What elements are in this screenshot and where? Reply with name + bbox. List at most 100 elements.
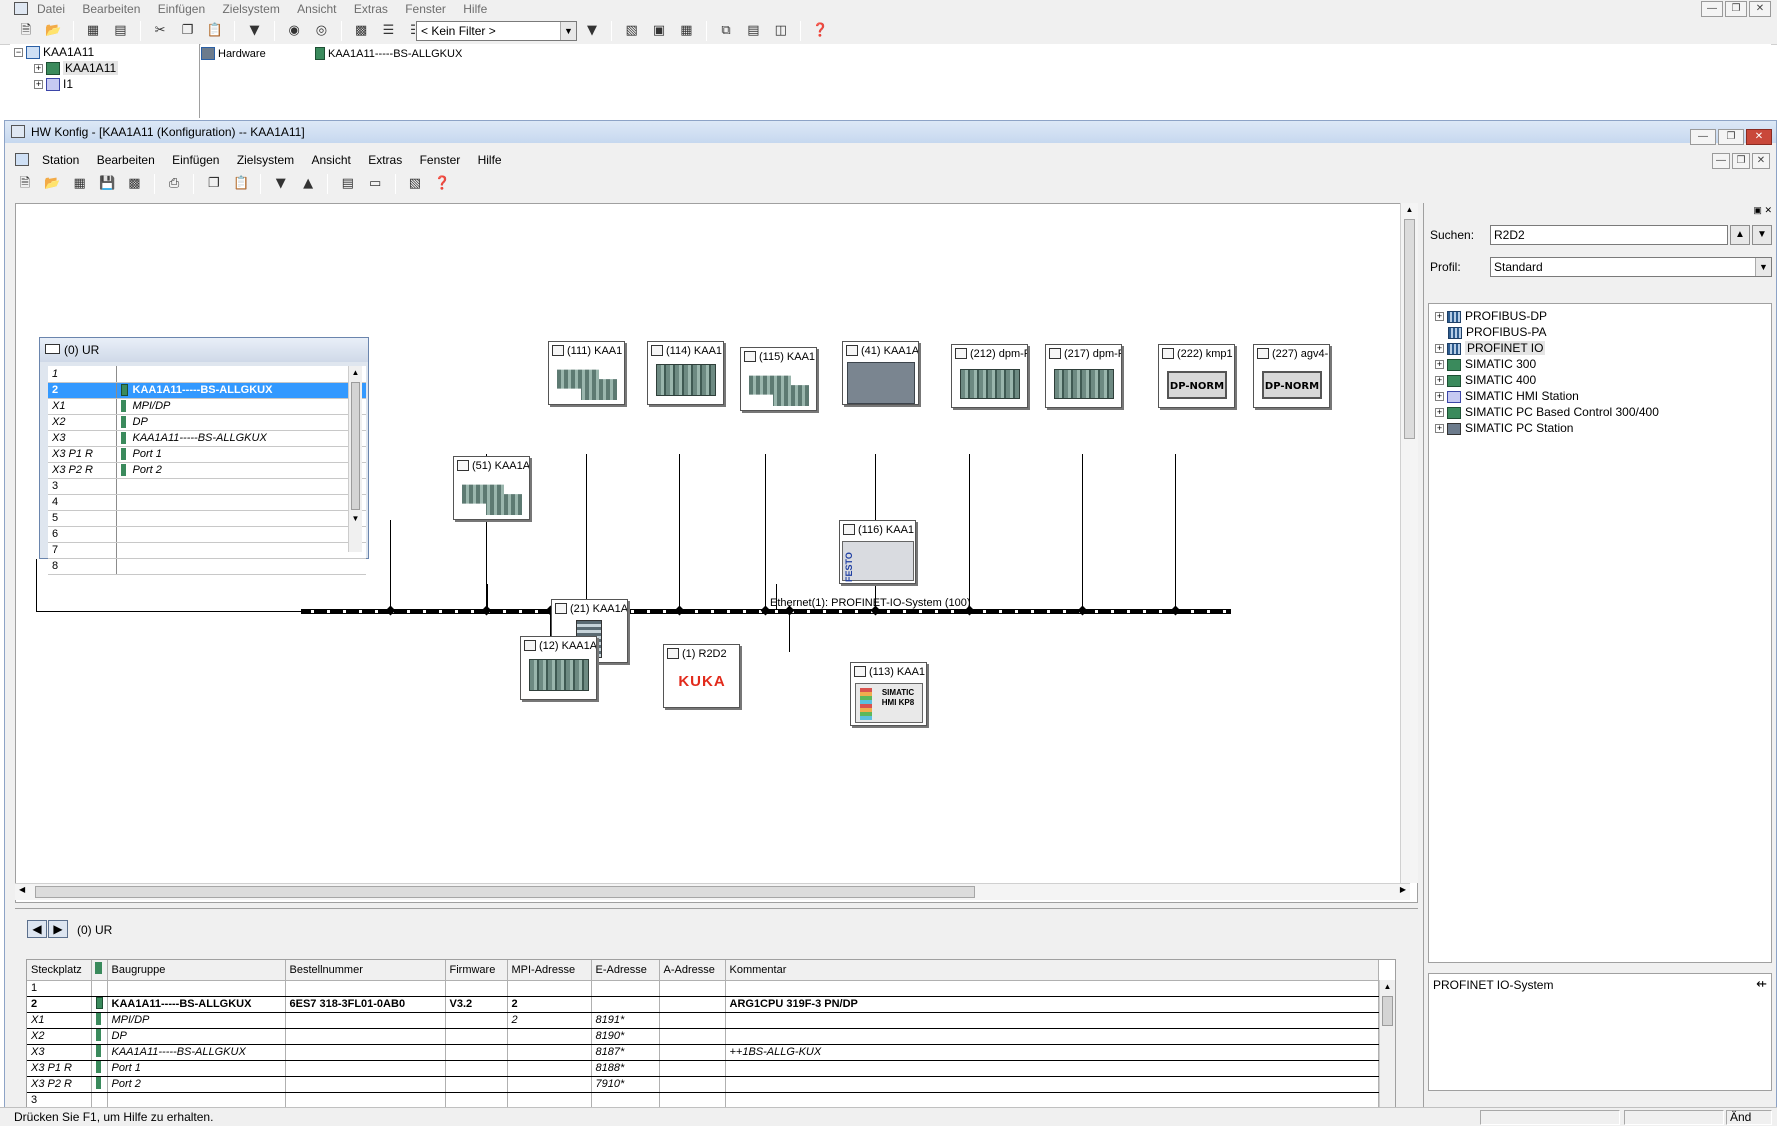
chevron-down-icon[interactable]: ▼ bbox=[1755, 258, 1771, 276]
open-online-icon[interactable]: ▦ bbox=[73, 176, 86, 191]
catalog-item-profibus-dp[interactable]: +PROFIBUS-DP bbox=[1429, 308, 1771, 324]
table-row[interactable]: 1 bbox=[27, 980, 1379, 997]
rack-row[interactable]: 3 bbox=[48, 478, 366, 495]
tree-item-station[interactable]: +KAA1A11 bbox=[10, 60, 199, 76]
expand-icon[interactable]: + bbox=[1435, 407, 1444, 418]
menu-einfuegen[interactable]: Einfügen bbox=[172, 153, 220, 167]
open-icon[interactable]: 📂 bbox=[45, 23, 62, 38]
profile-select[interactable]: Standard ▼ bbox=[1490, 257, 1772, 277]
menu-extras[interactable]: Extras bbox=[368, 153, 403, 167]
device-12[interactable]: (12) KAA1A bbox=[520, 636, 597, 700]
new-icon[interactable]: 🗎 bbox=[19, 176, 31, 191]
scroll-up-icon[interactable]: ▲ bbox=[1383, 982, 1392, 991]
search-up-icon[interactable]: ▲ bbox=[1730, 225, 1750, 245]
print-icon[interactable]: ⎙ bbox=[168, 176, 180, 191]
cut-icon[interactable]: ✂ bbox=[154, 23, 166, 38]
canvas-horizontal-scrollbar[interactable]: ◀ ▶ bbox=[15, 883, 1410, 900]
col-firmware[interactable]: Firmware bbox=[445, 960, 508, 981]
search-input[interactable]: R2D2 bbox=[1490, 225, 1728, 245]
offline-icon[interactable]: ◎ bbox=[315, 23, 328, 38]
copy-icon[interactable]: ❐ bbox=[207, 176, 220, 191]
menu-station[interactable]: Station bbox=[42, 153, 80, 167]
list-view-icon[interactable]: ☰ bbox=[382, 23, 395, 38]
device-114[interactable]: (114) KAA1 bbox=[647, 341, 724, 405]
catalog-item-simatic-300[interactable]: +SIMATIC 300 bbox=[1429, 356, 1771, 372]
device-227[interactable]: (227) agv4- DP-NORM bbox=[1253, 344, 1330, 408]
catalog-item-simatic-pc-based[interactable]: +SIMATIC PC Based Control 300/400 bbox=[1429, 404, 1771, 420]
catalog-item-profinet-io[interactable]: +PROFINET IO bbox=[1429, 340, 1771, 356]
table-row[interactable]: X3 P2 R Port 2 7910* bbox=[27, 1076, 1379, 1093]
paste-icon[interactable]: 📋 bbox=[233, 176, 250, 191]
tree-item-project[interactable]: −KAA1A11 bbox=[10, 44, 199, 60]
table-row[interactable]: X3 P1 R Port 1 8188* bbox=[27, 1060, 1379, 1077]
col-e-adresse[interactable]: E-Adresse bbox=[591, 960, 660, 981]
scroll-thumb[interactable] bbox=[35, 886, 975, 898]
catalog-item-simatic-pc-station[interactable]: +SIMATIC PC Station bbox=[1429, 420, 1771, 436]
scroll-thumb[interactable] bbox=[351, 382, 360, 510]
scroll-thumb[interactable] bbox=[1404, 219, 1415, 439]
minimize-icon[interactable]: — bbox=[1701, 1, 1723, 17]
menu-zielsystem[interactable]: Zielsystem bbox=[236, 153, 295, 167]
module-icon[interactable]: ▦ bbox=[680, 23, 693, 38]
download-icon[interactable]: ▼ bbox=[249, 23, 260, 38]
netpro-icon[interactable]: ▧ bbox=[408, 176, 421, 191]
scroll-up-icon[interactable]: ▲ bbox=[1405, 205, 1414, 214]
tree-item-i1[interactable]: +I1 bbox=[10, 76, 199, 92]
details-view-icon[interactable]: ☷ bbox=[405, 20, 427, 42]
outer-menu-fenster[interactable]: Fenster bbox=[405, 2, 446, 16]
restore-icon[interactable]: ❐ bbox=[1732, 153, 1750, 169]
expand-icon[interactable]: + bbox=[1435, 311, 1444, 322]
filter-select[interactable]: < Kein Filter > ▼ bbox=[416, 21, 577, 41]
device-115[interactable]: (115) KAA1 bbox=[740, 347, 817, 411]
device-1[interactable]: (1) R2D2 KUKA bbox=[663, 644, 740, 708]
col-baugruppe[interactable]: Baugruppe bbox=[107, 960, 286, 981]
expand-icon[interactable]: + bbox=[1435, 391, 1444, 402]
col-kommentar[interactable]: Kommentar bbox=[725, 960, 1379, 981]
rack-row[interactable]: 8 bbox=[48, 558, 366, 575]
menu-fenster[interactable]: Fenster bbox=[419, 153, 461, 167]
save-compile-icon[interactable]: ▩ bbox=[128, 176, 141, 191]
chevron-down-icon[interactable]: ▼ bbox=[560, 22, 576, 40]
table-row[interactable]: 3 bbox=[27, 1092, 1379, 1108]
menu-bearbeiten[interactable]: Bearbeiten bbox=[96, 153, 155, 167]
device-113[interactable]: (113) KAA1 SIMATIC HMI KP8 bbox=[850, 662, 927, 726]
close-icon[interactable]: ✕ bbox=[1746, 129, 1772, 145]
col-a-adresse[interactable]: A-Adresse bbox=[659, 960, 726, 981]
expand-icon[interactable]: + bbox=[34, 79, 43, 90]
rack-row[interactable]: 6 bbox=[48, 526, 366, 543]
col-bestellnummer[interactable]: Bestellnummer bbox=[285, 960, 446, 981]
back-arrow-icon[interactable]: ◀ bbox=[27, 920, 47, 938]
open-icon[interactable]: 📂 bbox=[44, 176, 61, 191]
close-icon[interactable]: ✕ bbox=[1752, 153, 1770, 169]
collapse-icon[interactable]: − bbox=[14, 47, 23, 58]
rack-scrollbar[interactable]: ▲ ▼ bbox=[348, 366, 362, 552]
expand-icon[interactable]: + bbox=[1435, 359, 1444, 370]
catalog-item-simatic-400[interactable]: +SIMATIC 400 bbox=[1429, 372, 1771, 388]
col-module-icon[interactable] bbox=[91, 960, 108, 981]
search-down-icon[interactable]: ▼ bbox=[1752, 225, 1772, 245]
catalog-item-profibus-pa[interactable]: PROFIBUS-PA bbox=[1429, 324, 1771, 340]
rack-row[interactable]: 5 bbox=[48, 510, 366, 527]
save-icon[interactable]: 💾 bbox=[98, 176, 116, 191]
outer-menu-hilfe[interactable]: Hilfe bbox=[463, 2, 488, 16]
device-41[interactable]: (41) KAA1A bbox=[842, 341, 919, 405]
outer-menu-bearbeiten[interactable]: Bearbeiten bbox=[82, 2, 141, 16]
table-row[interactable]: X3 KAA1A11-----BS-ALLGKUX 8187* ++1BS-AL… bbox=[27, 1044, 1379, 1061]
catalog-item-simatic-hmi[interactable]: +SIMATIC HMI Station bbox=[1429, 388, 1771, 404]
tile-vertical-icon[interactable]: ◫ bbox=[774, 23, 787, 38]
col-steckplatz[interactable]: Steckplatz bbox=[27, 960, 92, 981]
device-111[interactable]: (111) KAA1 bbox=[548, 341, 625, 405]
rack-row[interactable]: 7 bbox=[48, 542, 366, 559]
simulation-icon[interactable]: ▣ bbox=[652, 23, 666, 38]
canvas-vertical-scrollbar[interactable]: ▲ bbox=[1400, 203, 1418, 883]
content-item-cpu[interactable]: KAA1A11-----BS-ALLGKUX bbox=[315, 46, 462, 61]
expand-icon[interactable]: + bbox=[1435, 375, 1444, 386]
memory-card-icon[interactable]: ▤ bbox=[114, 23, 127, 38]
online-icon[interactable]: ◉ bbox=[288, 23, 300, 38]
device-116[interactable]: (116) KAA1 FESTO bbox=[839, 520, 916, 584]
filter-icon[interactable]: ▼ bbox=[587, 23, 597, 38]
